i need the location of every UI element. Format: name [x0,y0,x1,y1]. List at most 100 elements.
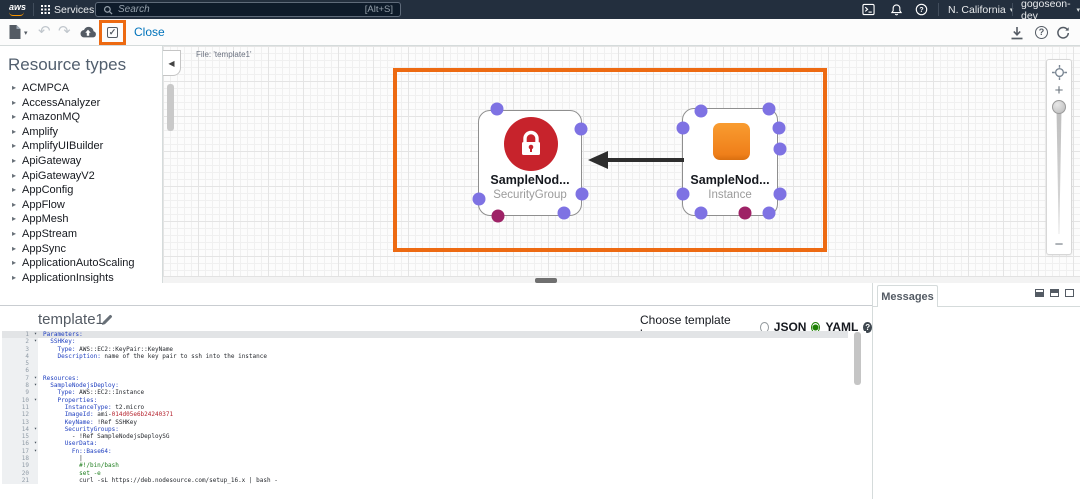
nav-help-button[interactable]: ? [915,0,928,19]
connection-dot[interactable] [676,121,690,135]
fold-caret-icon[interactable]: ▾ [33,331,37,337]
cloudshell-button[interactable] [862,0,875,19]
resource-type-item[interactable]: ▸AmplifyUIBuilder [0,139,162,154]
zoom-slider-track[interactable] [1056,106,1062,234]
refresh-button[interactable] [1056,26,1070,40]
fold-caret-icon[interactable]: ▾ [33,396,37,403]
region-selector[interactable]: N. California ▾ [948,0,1013,19]
resource-type-item[interactable]: ▸ApiGatewayV2 [0,169,162,184]
code-line[interactable]: InstanceType: t2.micro [64,403,145,411]
code-line[interactable]: Resources: [43,374,80,382]
zoom-out-button[interactable]: − [1054,236,1064,253]
node-instance[interactable]: SampleNod... Instance [676,102,787,220]
download-button[interactable] [1010,26,1024,40]
json-label[interactable]: JSON [773,320,807,334]
zoom-in-button[interactable]: + [1054,82,1064,99]
resource-type-item[interactable]: ▸AppConfig [0,183,162,198]
close-button[interactable]: Close [134,25,165,39]
undo-button[interactable]: ↶ [38,23,51,40]
create-stack-button[interactable] [79,26,97,39]
tab-messages[interactable]: Messages [877,285,938,308]
resource-type-item[interactable]: ▸AmazonMQ [0,110,162,125]
fold-caret-icon[interactable]: ▾ [33,374,37,381]
fold-caret-icon[interactable]: ▾ [33,447,37,454]
connection-dot[interactable] [694,104,708,118]
code-line[interactable]: Properties: [57,396,98,404]
connection-dot[interactable] [490,102,504,116]
connection-dot[interactable] [773,187,787,201]
designer-canvas[interactable]: File: 'template1' SampleNod... SecurityG… [163,46,1080,276]
resource-panel-scrollbar[interactable] [167,84,174,131]
panel-layout-expand-icon[interactable] [1065,289,1074,297]
fold-caret-icon[interactable]: ▾ [33,440,37,447]
connection-dot[interactable] [574,122,588,136]
file-menu-caret-icon[interactable]: ▾ [24,30,28,37]
connection-dot-magenta[interactable] [491,209,505,223]
code-line[interactable]: set -e [79,469,101,477]
code-line[interactable]: Parameters: [43,331,83,338]
collapse-panel-button[interactable]: ◀ [163,50,181,76]
aws-logo[interactable]: aws [9,2,27,12]
validate-template-button[interactable]: ✓ [107,27,118,38]
code-line[interactable]: Type: AWS::EC2::KeyPair::KeyName [57,345,174,353]
code-line[interactable]: KeyName: !Ref SSHKey [64,418,137,426]
fit-to-window-icon[interactable] [1051,65,1067,80]
connection-dot[interactable] [762,206,776,220]
resource-type-item[interactable]: ▸ApiGateway [0,154,162,169]
resource-type-item[interactable]: ▸AppMesh [0,212,162,227]
zoom-slider-thumb[interactable] [1052,100,1066,114]
code-line[interactable]: Type: AWS::EC2::Instance [57,389,145,397]
search-input[interactable]: Search [Alt+S] [95,2,401,17]
resource-type-item[interactable]: ▸ApplicationInsights [0,271,162,283]
code-line[interactable] [43,360,278,367]
account-menu[interactable]: gogoseon-dev ▾ [1021,0,1080,22]
yaml-label[interactable]: YAML [825,320,859,334]
canvas-horizontal-scrollbar-thumb[interactable] [535,278,557,283]
resource-type-item[interactable]: ▸AccessAnalyzer [0,96,162,111]
connection-dot[interactable] [694,206,708,220]
resource-type-item[interactable]: ▸Amplify [0,125,162,140]
code-line[interactable]: SSHKey: [50,338,76,346]
code-line[interactable]: Fn::Base64: [71,447,112,455]
resource-type-item[interactable]: ▸ACMPCA [0,81,162,96]
code-line[interactable]: #!/bin/bash [79,462,119,470]
relationship-arrow[interactable] [607,158,684,162]
resource-type-item[interactable]: ▸AppFlow [0,198,162,213]
code-line[interactable]: SampleNodejsDeploy: [50,382,119,390]
code-line[interactable]: curl -sL https://deb.nodesource.com/setu… [79,476,278,484]
language-help-icon[interactable]: ? [863,321,872,333]
code-line[interactable]: UserData: [64,440,98,448]
resource-type-item[interactable]: ▸AppStream [0,227,162,242]
resource-type-item[interactable]: ▸AppSync [0,242,162,257]
code-line[interactable]: - !Ref SampleNodejsDeploySG [43,433,170,441]
toolbar-help-button[interactable]: ? [1035,26,1048,39]
connection-dot[interactable] [772,121,786,135]
node-security-group[interactable]: SampleNod... SecurityGroup [472,102,589,223]
resource-type-item[interactable]: ▸ApplicationAutoScaling [0,256,162,271]
fold-caret-icon[interactable]: ▾ [33,338,37,345]
code-line[interactable]: ImageId: ami-014d05e6b24240371 [64,411,174,419]
connection-dot[interactable] [773,142,787,156]
connection-dot[interactable] [575,187,589,201]
connection-dot[interactable] [557,206,571,220]
code-line[interactable]: Description: name of the key pair to ssh… [57,352,267,360]
fold-caret-icon[interactable]: ▾ [33,425,37,432]
connection-dot[interactable] [676,187,690,201]
code-line[interactable]: SecurityGroups: [64,425,119,433]
canvas-horizontal-scrollbar[interactable] [163,276,1080,283]
file-menu-button[interactable] [8,24,22,40]
panel-layout-bottom-icon[interactable] [1035,289,1044,297]
connection-dot-magenta[interactable] [738,206,752,220]
fold-caret-icon[interactable]: ▾ [33,382,37,389]
redo-button[interactable]: ↷ [58,23,71,40]
notifications-button[interactable] [890,0,903,19]
services-menu[interactable]: Services [41,0,94,19]
editor-scrollbar-thumb[interactable] [854,332,861,385]
code-line[interactable]: | [43,455,83,463]
connection-dot[interactable] [762,102,776,116]
connection-dot[interactable] [472,192,486,206]
code-line[interactable] [43,367,278,374]
panel-layout-split-icon[interactable] [1050,289,1059,297]
rename-template-button[interactable] [101,314,113,326]
